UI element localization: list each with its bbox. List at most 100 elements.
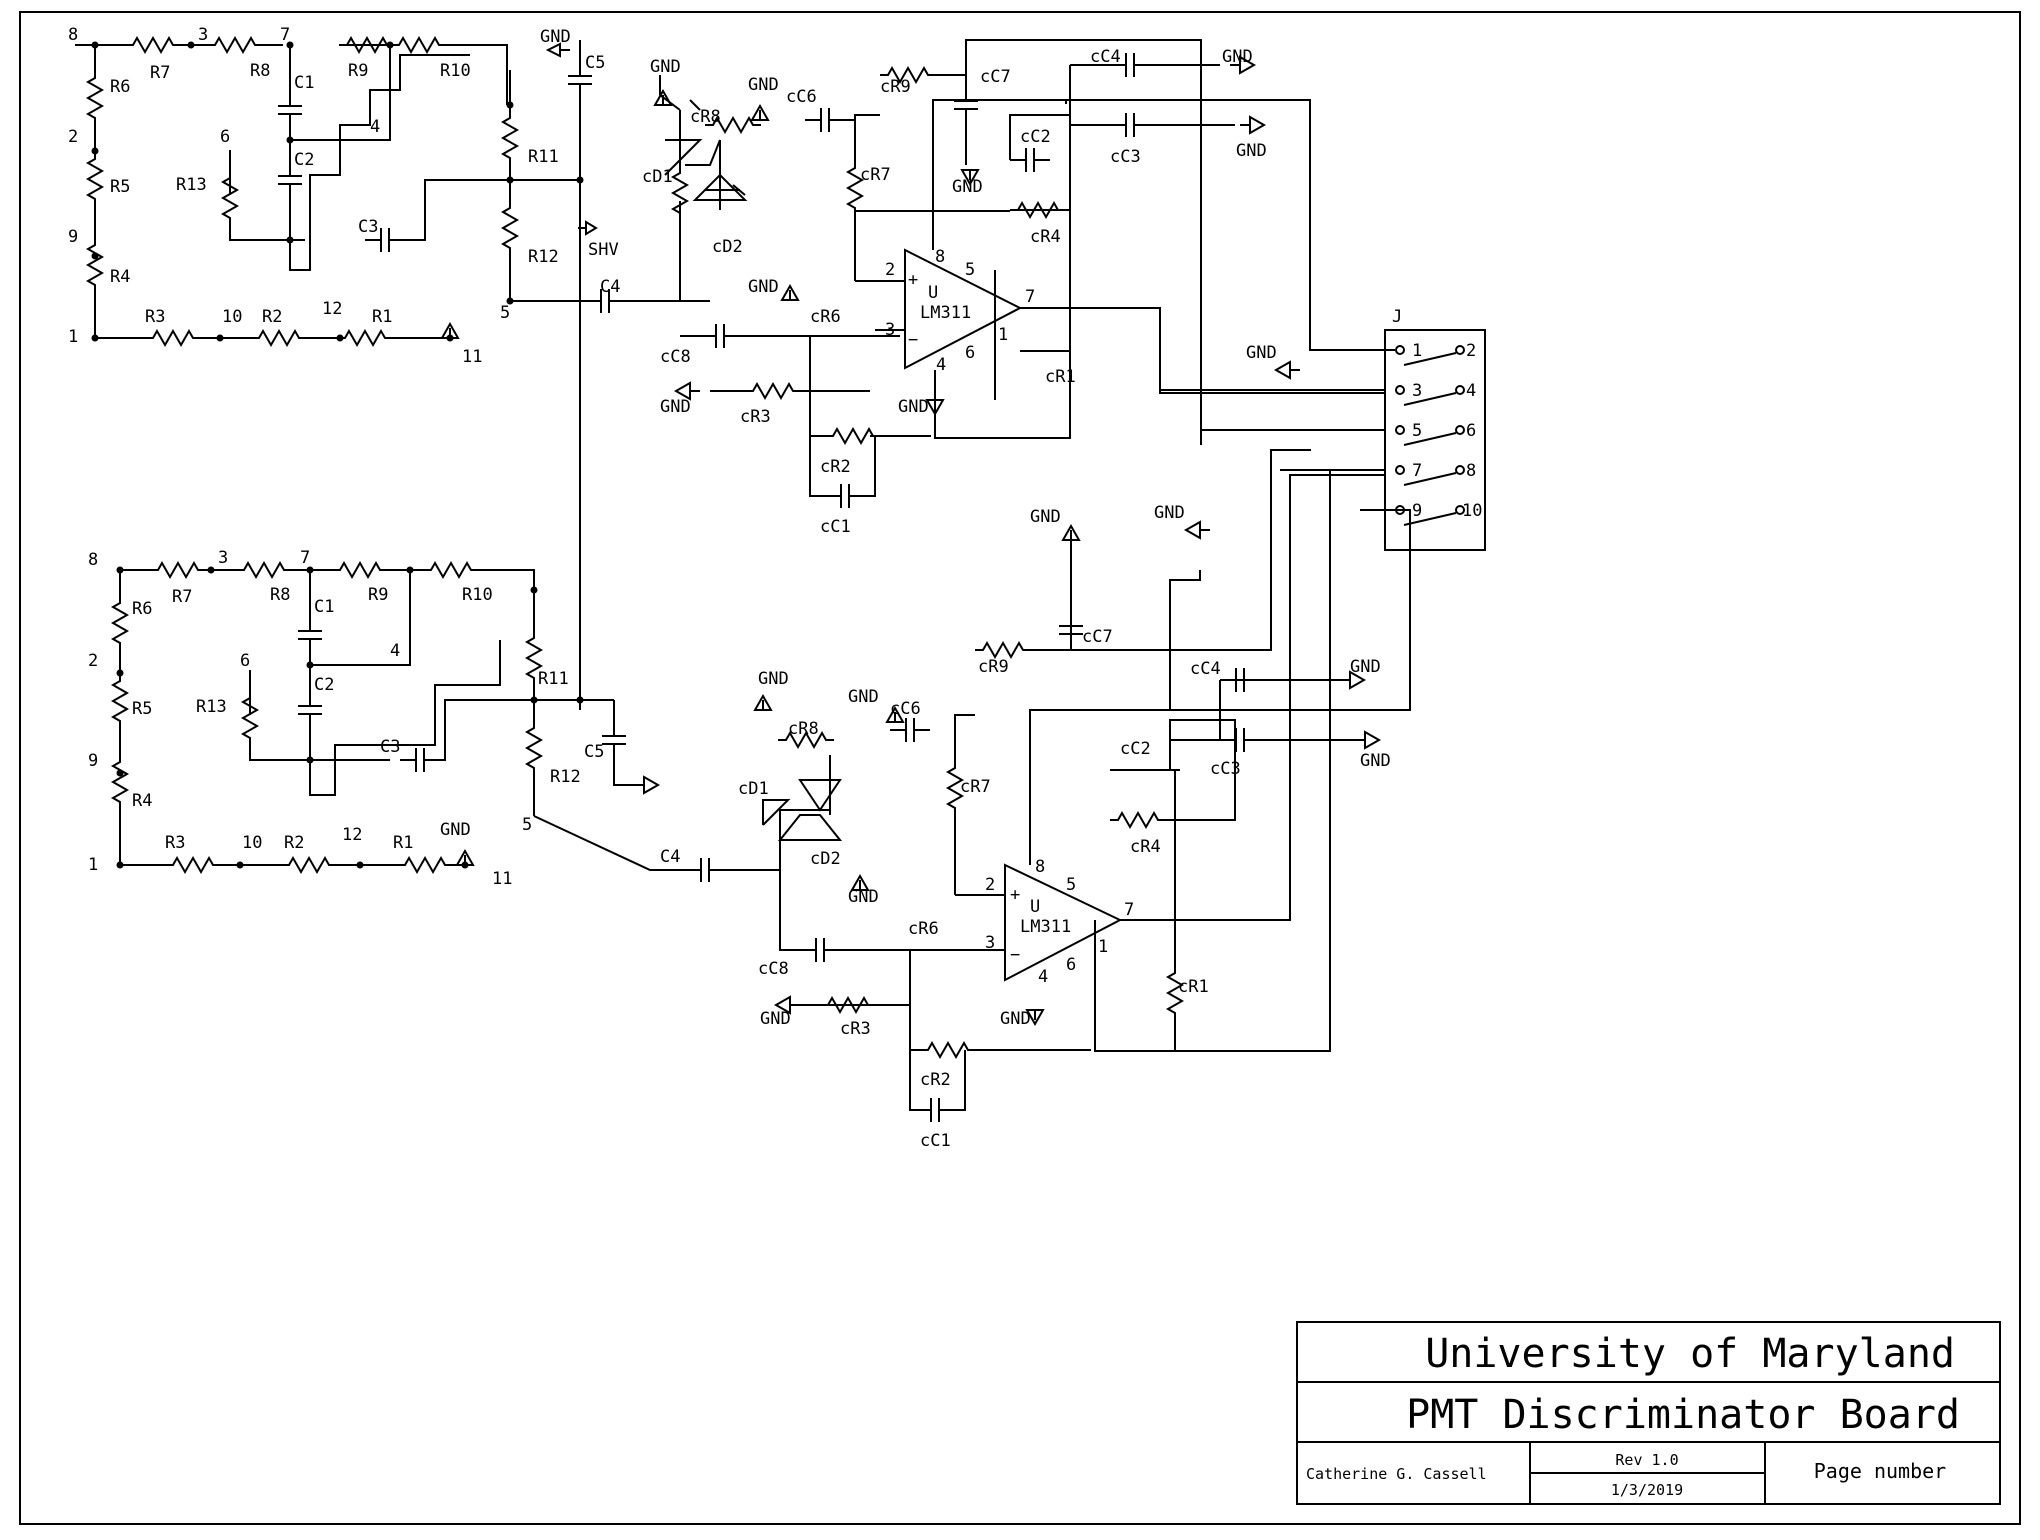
label-c1: C1 — [294, 73, 314, 93]
j-pin-10: 10 — [1462, 501, 1482, 521]
label-lm311: LM311 — [920, 303, 971, 323]
gnd-label: GND — [1360, 751, 1391, 771]
gnd-label: GND — [1236, 141, 1267, 161]
date: 1/3/2019 — [1611, 1481, 1683, 1499]
label-cr1: cR1 — [1045, 367, 1076, 387]
label-cr6: cR6 — [810, 307, 841, 327]
connector-body — [1384, 329, 1486, 551]
label-cc7: cC7 — [980, 67, 1011, 87]
ground-symbol — [633, 776, 659, 794]
node-5: 5 — [522, 815, 532, 835]
node-9: 9 — [68, 227, 78, 247]
node-12: 12 — [322, 299, 342, 319]
label-r5: R5 — [132, 699, 152, 719]
ground-symbol — [545, 42, 570, 58]
label-cc3: cC3 — [1110, 147, 1141, 167]
label-r9: R9 — [348, 61, 368, 81]
label-cr9: cR9 — [880, 77, 911, 97]
connector-ref: J — [1392, 307, 1402, 327]
divider-1-dots — [91, 41, 584, 342]
comparator-1-labels: U LM311 + − 2 3 4 5 6 7 8 1 — [885, 247, 1035, 375]
minus-sign: − — [1010, 945, 1020, 965]
label-cr8: cR8 — [690, 107, 721, 127]
pin-5: 5 — [965, 260, 975, 280]
pin-7: 7 — [1025, 287, 1035, 307]
gnd-label: GND — [848, 687, 879, 707]
label-cc4: cC4 — [1090, 47, 1121, 67]
label-cc7: cC7 — [1082, 627, 1113, 647]
label-c1: C1 — [314, 597, 334, 617]
node-9: 9 — [88, 751, 98, 771]
node-3: 3 — [198, 25, 208, 45]
j-pin-8: 8 — [1466, 461, 1476, 481]
label-c2: C2 — [314, 675, 334, 695]
comparator-2-labels: U LM311 + − 2 3 4 5 6 7 8 1 — [985, 857, 1134, 987]
label-r13: R13 — [196, 697, 227, 717]
label-cc3: cC3 — [1210, 759, 1241, 779]
label-cr1: cR1 — [1178, 977, 1209, 997]
label-u: U — [928, 283, 938, 303]
gnd-label: GND — [1030, 507, 1061, 527]
label-r11: R11 — [528, 147, 559, 167]
node-12: 12 — [342, 825, 362, 845]
organization-name: University of Maryland — [1425, 1331, 1955, 1377]
pin-6: 6 — [1066, 955, 1076, 975]
label-cc4: cC4 — [1190, 659, 1221, 679]
node-3: 3 — [218, 548, 228, 568]
label-r7: R7 — [150, 63, 170, 83]
label-cd2: cD2 — [712, 237, 743, 257]
gnd-label: GND — [1246, 343, 1277, 363]
label-cc1: cC1 — [920, 1131, 951, 1151]
label-r8: R8 — [250, 61, 270, 81]
gnd-label: GND — [540, 27, 571, 47]
j-pin-4: 4 — [1466, 381, 1476, 401]
j-pin-2: 2 — [1466, 341, 1476, 361]
j-pin-7: 7 — [1412, 461, 1422, 481]
label-c4: C4 — [660, 847, 680, 867]
gnd-label: GND — [748, 277, 779, 297]
label-cr4: cR4 — [1130, 837, 1161, 857]
label-r3: R3 — [145, 307, 165, 327]
gnd-label: GND — [440, 820, 471, 840]
pin-5: 5 — [1066, 875, 1076, 895]
label-r2: R2 — [262, 307, 282, 327]
divider-2-labels: 8 3 7 4 2 6 9 5 1 10 12 11 R7 R8 R9 R10 … — [88, 548, 680, 889]
label-c2: C2 — [294, 150, 314, 170]
label-c3: C3 — [380, 737, 400, 757]
node-7: 7 — [300, 548, 310, 568]
label-r13: R13 — [176, 175, 207, 195]
title-block: University of Maryland PMT Discriminator… — [1296, 1321, 2001, 1505]
label-cc2: cC2 — [1020, 127, 1051, 147]
divider-network-2 — [112, 562, 726, 883]
label-r9: R9 — [368, 585, 388, 605]
pin-7: 7 — [1124, 900, 1134, 920]
comparator-2 — [725, 449, 1411, 1123]
label-shv: SHV — [588, 240, 619, 260]
pin-3: 3 — [985, 933, 995, 953]
divider-1-labels: 8 3 7 4 2 6 9 5 1 10 12 11 R7 R8 R9 R10 … — [68, 25, 620, 367]
gnd-label: GND — [1350, 657, 1381, 677]
gnd-label: GND — [758, 669, 789, 689]
j-pin-5: 5 — [1412, 421, 1422, 441]
gnd-label: GND — [1154, 503, 1185, 523]
node-8: 8 — [68, 25, 78, 45]
gnd-label: GND — [848, 887, 879, 907]
pin-2: 2 — [885, 260, 895, 280]
pin-4: 4 — [1038, 967, 1048, 987]
label-cd1: cD1 — [642, 167, 673, 187]
pin-1: 1 — [998, 325, 1008, 345]
label-r8: R8 — [270, 585, 290, 605]
label-r5: R5 — [110, 177, 130, 197]
label-c4: C4 — [600, 277, 620, 297]
label-r6: R6 — [110, 77, 130, 97]
label-cc2: cC2 — [1120, 739, 1151, 759]
label-cc6: cC6 — [786, 87, 817, 107]
pin-4: 4 — [936, 355, 946, 375]
pin-1: 1 — [1098, 937, 1108, 957]
label-r4: R4 — [132, 791, 152, 811]
node-5: 5 — [500, 303, 510, 323]
pin-6: 6 — [965, 343, 975, 363]
pin-3: 3 — [885, 320, 895, 340]
label-r10: R10 — [440, 61, 471, 81]
